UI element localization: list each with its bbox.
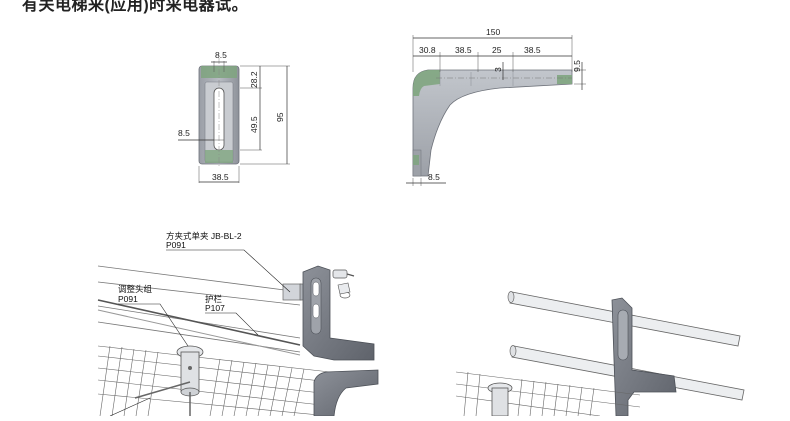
callout-adjuster-code: P091 — [118, 294, 138, 304]
dim-top-offset: 28.2 — [249, 71, 259, 88]
front-view: 8.5 28.2 49.5 95 8.5 38.5 — [178, 50, 290, 183]
dim-seg1: 30.8 — [419, 45, 436, 55]
dim-width: 38.5 — [212, 172, 229, 182]
callout-adjuster-name: 调整头组 — [118, 284, 153, 294]
dim-small-3: 3 — [493, 67, 503, 72]
callout-guardrail-name: 护栏 — [205, 294, 223, 304]
side-base-green — [413, 155, 419, 165]
guardrail-rods-left — [97, 299, 301, 356]
dim-height: 95 — [275, 112, 285, 122]
callout-guardrail-code: P107 — [205, 303, 225, 313]
adjuster-head-right — [487, 382, 513, 417]
cropped-header-text: 有关电梯来(应用)时采电器试。 — [22, 0, 249, 14]
dim-slot-width: 8.5 — [215, 50, 227, 60]
assembly-right — [455, 291, 745, 417]
side-view: 150 30.8 38.5 25 38.5 3 9.5 8.5 — [406, 27, 586, 186]
callout-clamp-name: 方夹式单夹 JB-BL-2 — [166, 231, 242, 241]
clamp-bracket-right — [611, 297, 677, 417]
bolt-parts-left — [332, 269, 355, 299]
dim-thickness: 9.5 — [572, 60, 582, 72]
dim-seg2: 38.5 — [455, 45, 472, 55]
dim-seg3: 25 — [492, 45, 502, 55]
side-bracket — [412, 69, 573, 177]
assembly-left: 方夹式单夹 JB-BL-2 P091 调整头组 P091 护栏 P107 — [97, 231, 379, 417]
dim-overall-length: 150 — [486, 27, 500, 37]
dim-seg4: 38.5 — [524, 45, 541, 55]
clamp-block-left — [282, 283, 307, 301]
adjuster-head-left — [134, 345, 204, 416]
front-plate-green-bottom — [205, 150, 233, 163]
clamp-bracket-left-2 — [313, 369, 379, 417]
callout-clamp-code: P091 — [166, 240, 186, 250]
clamp-bracket-left — [302, 265, 375, 361]
dim-slot-length: 49.5 — [249, 116, 259, 133]
conveyor-slats-right — [455, 371, 641, 417]
side-green-tip — [557, 75, 572, 84]
dim-base-thickness: 8.5 — [428, 172, 440, 182]
dim-bolt-offset: 8.5 — [178, 128, 190, 138]
conveyor-slats-left — [97, 345, 331, 417]
side-green-corner — [413, 70, 440, 96]
